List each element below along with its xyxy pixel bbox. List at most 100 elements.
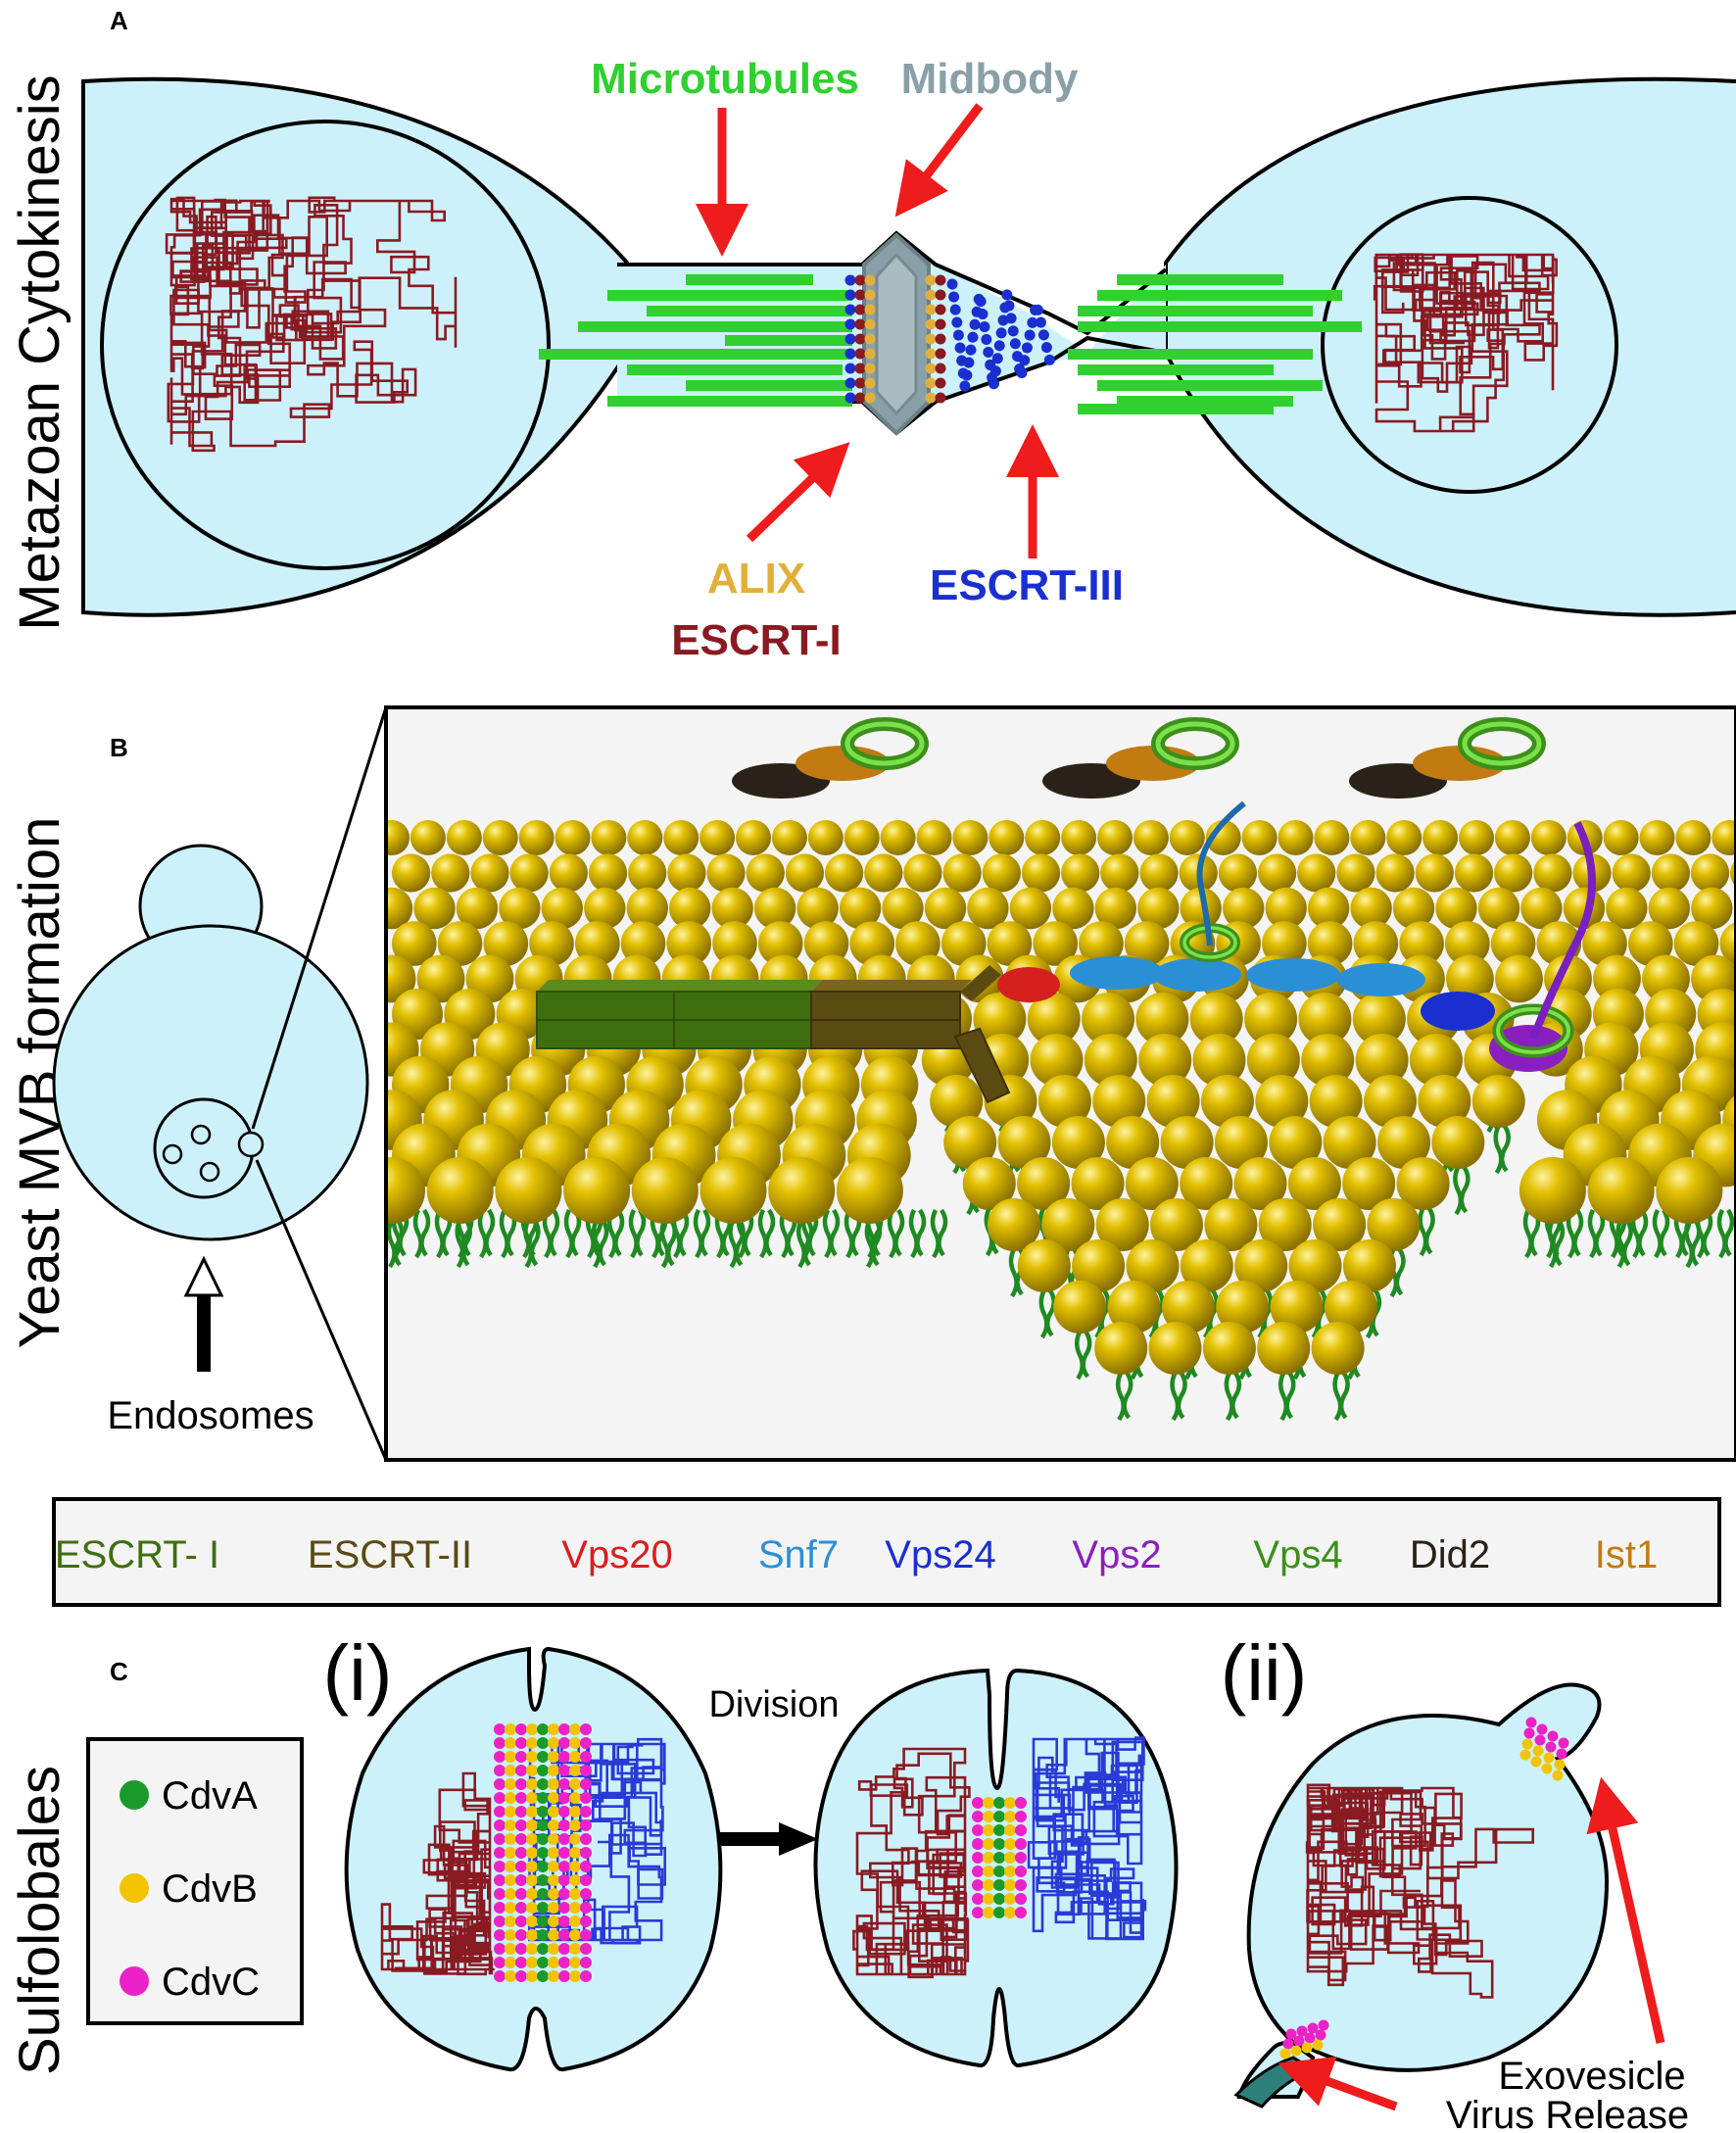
cdv-dot xyxy=(1312,2039,1324,2051)
arrow-exovesicle xyxy=(1586,1776,1665,2044)
cdv-dot xyxy=(580,1929,592,1941)
lipid-head xyxy=(1628,921,1673,966)
cdv-dot xyxy=(569,1902,581,1914)
cdv-dot xyxy=(972,1907,984,1918)
cdv-dot xyxy=(505,1833,516,1845)
cdv-dot xyxy=(494,1943,506,1955)
lipid-head xyxy=(1030,1034,1084,1087)
cdv-dot xyxy=(526,1957,538,1968)
escrt-dot xyxy=(854,318,866,330)
cdv-dot xyxy=(569,1970,581,1982)
lipid-head xyxy=(1435,887,1477,930)
lipid-head xyxy=(1124,921,1170,966)
cdv-dot xyxy=(569,1778,581,1790)
chromatin-cell3 xyxy=(1305,1783,1534,1999)
escrt-i-complex xyxy=(536,980,823,1049)
chromatin-cell1-red xyxy=(380,1771,495,1976)
cdv-dot xyxy=(1015,1797,1027,1809)
cdv-dot xyxy=(494,1888,506,1900)
escrt-dot xyxy=(935,333,946,345)
cdv-dot xyxy=(515,1970,527,1982)
cdv-dot xyxy=(1004,1838,1016,1850)
cdv-dot xyxy=(505,1970,516,1982)
lipid-tail xyxy=(1332,1371,1350,1422)
cdv-dot xyxy=(1004,1866,1016,1877)
cdv-dot xyxy=(558,1902,570,1914)
lipid-head xyxy=(669,887,711,930)
cdv-dot xyxy=(494,1970,506,1982)
cdv-dot xyxy=(526,1861,538,1872)
cdv-dot xyxy=(548,1861,559,1872)
cdv-dot xyxy=(537,1943,549,1955)
lipid-head xyxy=(1307,887,1350,930)
cdv-dot xyxy=(993,1907,1005,1918)
lipid-head xyxy=(1606,887,1648,930)
cdv-dot xyxy=(505,1737,516,1749)
cdv-dot xyxy=(558,1861,570,1872)
cdv-dot xyxy=(548,1902,559,1914)
lipid-head xyxy=(620,921,666,966)
lipid-head xyxy=(1324,1281,1377,1333)
lipid-head xyxy=(1234,1239,1288,1292)
legend-dot-cdvb xyxy=(120,1873,149,1903)
lipid-head xyxy=(1298,993,1352,1045)
lipid-head xyxy=(518,820,555,855)
cdv-dot xyxy=(983,1907,994,1918)
cdv-dot xyxy=(1519,1749,1531,1761)
cdv-dot xyxy=(526,1929,538,1941)
cdv-dot xyxy=(569,1915,581,1927)
escrt-dot xyxy=(935,289,946,301)
lipid-head xyxy=(1350,887,1392,930)
escrt-dots xyxy=(844,274,946,404)
cdv-dot xyxy=(1004,1824,1016,1836)
lipid-head xyxy=(666,921,711,966)
cdv-dot xyxy=(569,1751,581,1763)
lipid-head xyxy=(1180,1239,1233,1292)
cdv-dot xyxy=(580,1915,592,1927)
legend-item-5: Vps2 xyxy=(1072,1533,1161,1576)
cdv-dot xyxy=(972,1797,984,1809)
cdv-dot xyxy=(993,1811,1005,1822)
lipid-head xyxy=(1477,887,1520,930)
lipid-head xyxy=(1471,1075,1525,1128)
cdv-dot xyxy=(972,1811,984,1822)
lipid-tail xyxy=(477,1208,496,1259)
cdv-dot xyxy=(1301,2042,1313,2054)
cdv-dot xyxy=(526,1874,538,1886)
lipid-head xyxy=(1415,853,1454,893)
yeast-mother xyxy=(52,924,369,1241)
cdv-dot xyxy=(580,1970,592,1982)
lipid-head xyxy=(1218,853,1257,893)
cdv-dot xyxy=(515,1819,527,1831)
left-nucleus xyxy=(100,120,551,570)
lipid-head xyxy=(1052,887,1094,930)
cdv-dot xyxy=(558,1792,570,1804)
cdv-dot xyxy=(1558,1737,1569,1749)
lipid-head xyxy=(1051,1116,1105,1169)
cdv-dot xyxy=(526,1819,538,1831)
lipid-head xyxy=(1297,853,1336,893)
lipid-head xyxy=(736,820,771,855)
lipid-head xyxy=(1009,887,1052,930)
cdv-dot xyxy=(505,1723,516,1735)
zoom-line-top xyxy=(251,706,388,1130)
escrt-dot xyxy=(864,318,876,330)
lipid-head xyxy=(1648,887,1691,930)
cdv-dot xyxy=(548,1819,559,1831)
lipid-head xyxy=(712,921,757,966)
cdv-dot xyxy=(505,1929,516,1941)
cdv-dot xyxy=(1554,1759,1566,1770)
lipid-head xyxy=(628,853,667,893)
legend-item-6: Vps4 xyxy=(1253,1533,1342,1576)
lipid-head xyxy=(1192,1034,1246,1087)
lipid-head xyxy=(1587,1157,1655,1224)
cdv-dot xyxy=(983,1852,994,1864)
escrt-dot xyxy=(935,377,946,389)
cdv-dot xyxy=(1279,2048,1291,2060)
lipid-head xyxy=(627,820,663,855)
legend-dot-cdvc xyxy=(120,1966,149,1996)
lipid-head xyxy=(1061,853,1100,893)
escrt-dot xyxy=(844,333,856,345)
lipid-head xyxy=(575,921,620,966)
